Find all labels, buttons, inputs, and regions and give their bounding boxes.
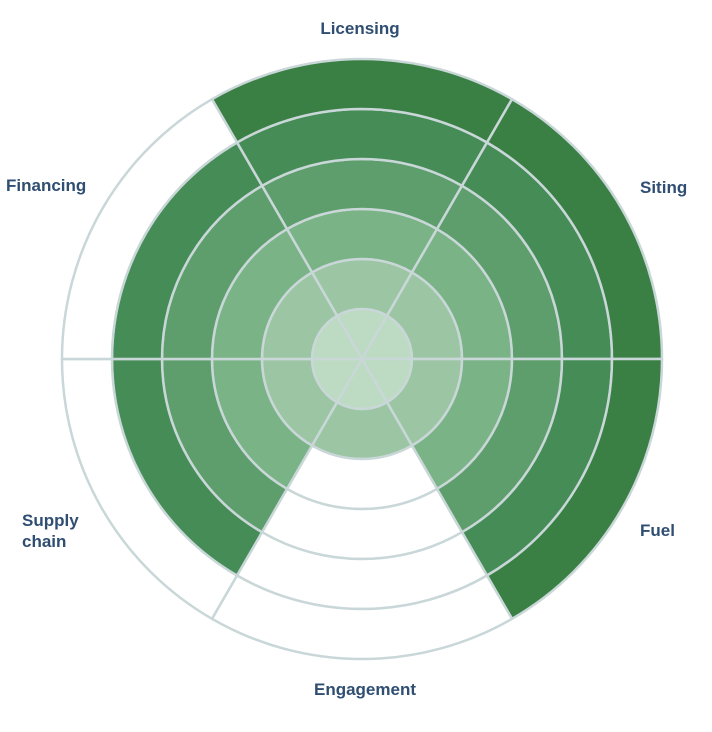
label-supply-chain-line2: chain [22,532,66,551]
chart-marks [60,57,664,661]
label-supply-chain-line1: Supply [22,511,79,530]
label-supply-chain: Supply chain [22,511,83,551]
label-financing: Financing [6,176,86,195]
label-siting: Siting [640,178,687,197]
segment-financing-level-6 [60,97,239,361]
label-engagement: Engagement [314,680,416,699]
label-fuel: Fuel [640,521,675,540]
label-licensing: Licensing [320,19,399,38]
